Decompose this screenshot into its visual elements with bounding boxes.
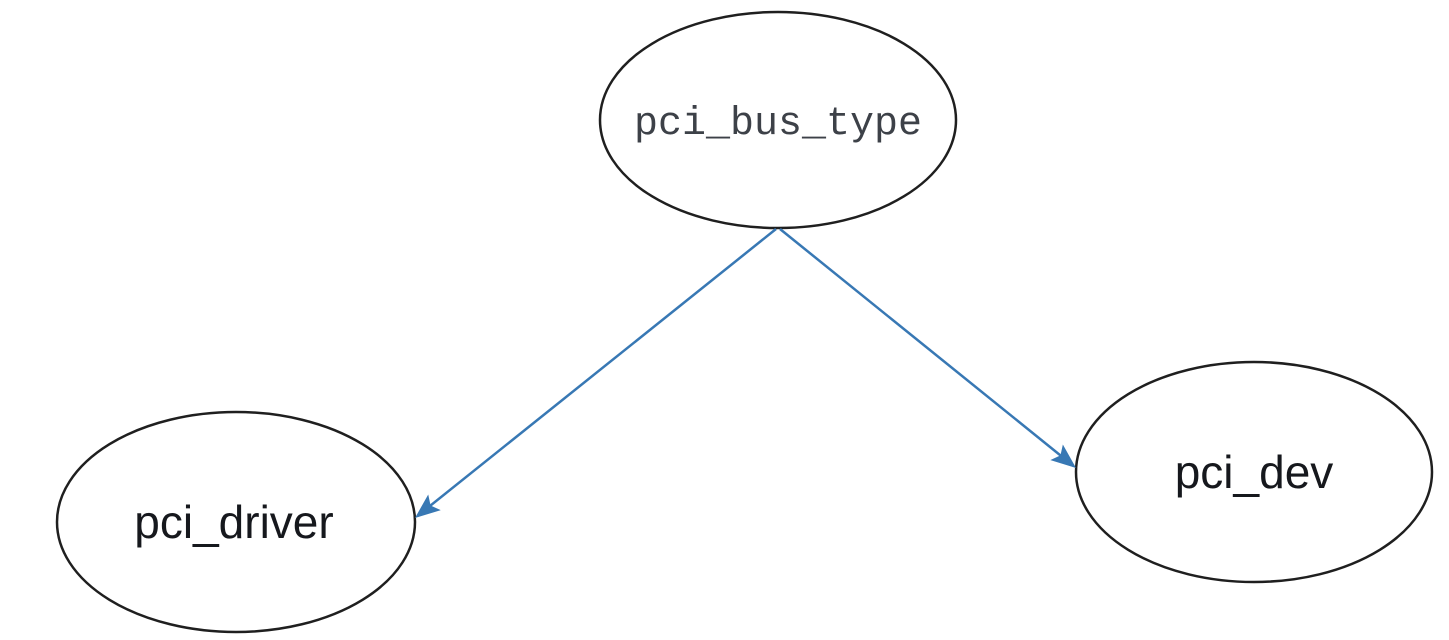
edge-pci-bus-type-to-pci-dev [779,228,1077,468]
node-pci-dev-ellipse [1074,360,1434,584]
node-pci-bus-type-ellipse [598,10,958,230]
node-pci-driver-ellipse [55,410,417,634]
node-pci-bus-type-label: pci_bus_type [634,102,922,147]
node-pci-driver-label: pci_driver [134,496,333,548]
edge-pci-bus-type-to-pci-driver [414,228,777,518]
node-pci-dev-label: pci_dev [1175,446,1334,498]
